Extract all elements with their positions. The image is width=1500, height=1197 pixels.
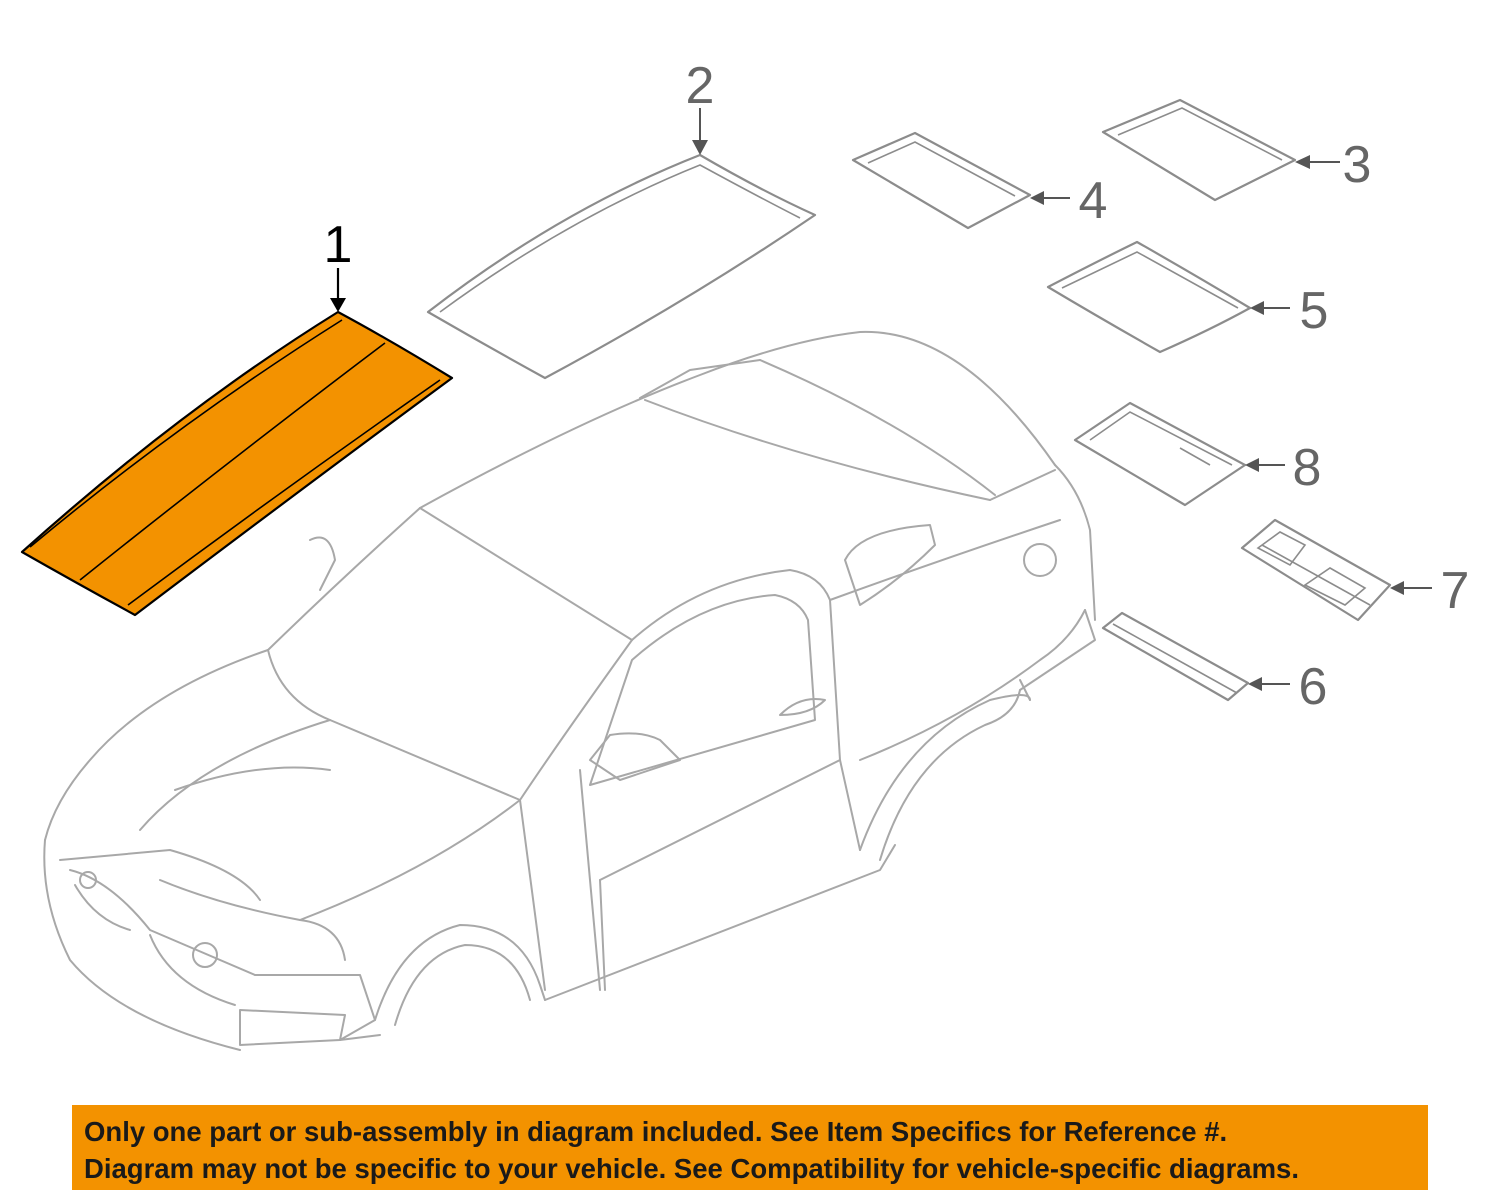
callout-3-arrow: [1295, 155, 1310, 169]
part-5-panel[interactable]: [1046, 240, 1252, 354]
callout-8-label: 8: [1293, 439, 1322, 497]
callout-2-label: 2: [686, 57, 715, 115]
part-6-strip[interactable]: [1101, 611, 1250, 702]
part-2-roof-panel[interactable]: [426, 153, 817, 380]
callout-7-label: 7: [1441, 562, 1470, 620]
part-4-panel[interactable]: [851, 131, 1032, 230]
callout-8-arrow: [1245, 458, 1259, 472]
disclaimer-line-1: Only one part or sub-assembly in diagram…: [84, 1116, 1228, 1147]
part-3-panel[interactable]: [1101, 98, 1297, 202]
callout-1-arrow: [330, 298, 346, 312]
callout-5-label: 5: [1300, 282, 1329, 340]
callout-2-arrow: [692, 140, 708, 155]
parts-diagram: 1 2 3 4 5 8 7: [20, 57, 1470, 1051]
callout-4-label: 4: [1079, 172, 1108, 230]
callout-5-arrow: [1250, 301, 1264, 315]
car-body-outline: [43, 330, 1096, 1051]
part-8-panel[interactable]: [1073, 401, 1247, 507]
disclaimer-banner: Only one part or sub-assembly in diagram…: [72, 1105, 1428, 1190]
callout-3-label: 3: [1343, 136, 1372, 194]
part-1-roof-panel[interactable]: [20, 310, 454, 617]
callout-6-label: 6: [1299, 658, 1328, 716]
callout-6-arrow: [1248, 677, 1262, 691]
disclaimer-line-2: Diagram may not be specific to your vehi…: [84, 1153, 1299, 1184]
callout-7-arrow: [1390, 581, 1404, 595]
callout-4-arrow: [1030, 191, 1044, 205]
part-7-bracket[interactable]: [1240, 518, 1392, 622]
callout-1-label: 1: [324, 216, 353, 274]
